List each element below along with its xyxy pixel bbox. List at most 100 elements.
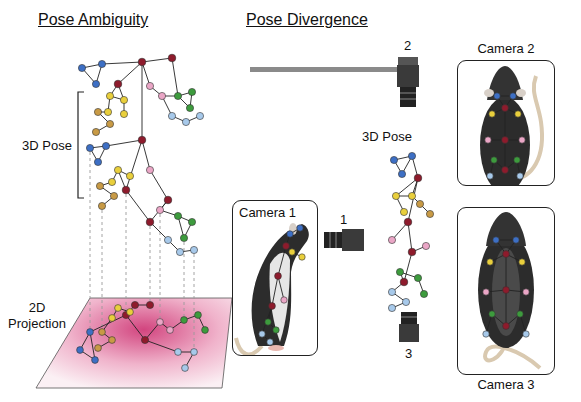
skeleton [108, 178, 115, 185]
projected-skeleton [109, 337, 116, 344]
camera [398, 57, 418, 65]
projected-skeleton [167, 327, 174, 334]
skeleton [164, 236, 171, 243]
rat [265, 319, 271, 325]
skeleton [172, 58, 178, 96]
skeleton [188, 88, 195, 95]
rat [517, 311, 523, 317]
rat [268, 345, 284, 351]
rat [502, 137, 509, 144]
camera [330, 232, 331, 248]
rat [483, 289, 489, 295]
rat [252, 224, 309, 346]
skeleton [388, 304, 395, 311]
skeleton [414, 274, 421, 281]
skeleton [94, 108, 101, 115]
skeleton [146, 166, 153, 173]
projected-skeleton [182, 365, 189, 372]
rat [486, 212, 526, 246]
rat [483, 331, 489, 337]
skeleton [398, 170, 405, 177]
skeleton [408, 248, 416, 256]
rat [494, 93, 500, 99]
skeleton [102, 62, 142, 64]
rat [503, 251, 510, 258]
camera [400, 99, 416, 100]
callout-number: 2 [404, 38, 411, 54]
projected-skeleton [202, 327, 209, 334]
skeleton [146, 82, 153, 89]
skeleton [96, 182, 103, 189]
skeleton [78, 54, 203, 140]
skeleton [122, 186, 130, 194]
skeleton [118, 62, 142, 84]
rat [506, 254, 507, 290]
skeleton [408, 178, 418, 222]
rat [262, 306, 272, 334]
skeleton [138, 58, 146, 66]
skeleton [110, 192, 117, 199]
projected-skeleton [146, 301, 153, 308]
skeleton [106, 120, 113, 127]
rat [492, 248, 520, 336]
skeleton [400, 278, 408, 286]
projected-skeleton [191, 349, 198, 356]
camera [250, 57, 419, 107]
skeleton [104, 108, 111, 115]
camera [401, 312, 417, 324]
skeleton [402, 298, 409, 305]
skeleton [138, 136, 146, 144]
skeleton [176, 248, 183, 255]
camera-view: Camera 2 [457, 60, 555, 186]
skeleton [126, 140, 142, 190]
rat [487, 259, 493, 265]
rat [278, 276, 284, 300]
projection-line [126, 194, 127, 311]
rat [502, 167, 509, 174]
rat [478, 232, 534, 348]
skeleton [156, 206, 163, 213]
rat [289, 249, 295, 255]
skeleton [98, 202, 105, 209]
projected-skeleton [131, 301, 138, 308]
skeleton [98, 60, 105, 67]
rat [505, 140, 506, 170]
skeleton [186, 104, 193, 111]
camera [399, 312, 419, 342]
rat [503, 323, 510, 330]
skeleton [174, 212, 181, 219]
rat [485, 93, 525, 179]
camera [324, 232, 342, 248]
projected-skeleton [115, 305, 122, 312]
rat [269, 253, 290, 342]
skeleton [416, 200, 423, 207]
rat [287, 231, 293, 237]
rat [489, 311, 495, 317]
rat [491, 157, 497, 163]
projected-skeleton [175, 349, 182, 356]
rat [484, 89, 494, 97]
skeleton [106, 140, 142, 146]
skeleton [180, 234, 187, 241]
projected-skeleton [77, 347, 84, 354]
rat [519, 259, 525, 265]
projection-plane: 2D Projection [4, 296, 236, 390]
node-label: Camera 1 [239, 205, 296, 221]
skeleton [142, 140, 150, 170]
projected-skeleton [157, 319, 164, 326]
skeleton [102, 142, 109, 149]
skeleton [114, 166, 121, 173]
rat [236, 223, 309, 354]
node-label: 2D Projection [4, 300, 70, 331]
camera [400, 93, 416, 94]
rat [478, 212, 540, 368]
rat [278, 246, 286, 276]
rat [493, 237, 499, 243]
skeleton [414, 174, 422, 182]
section-heading: Pose Ambiguity [38, 10, 148, 29]
skeleton [142, 58, 172, 62]
camera [400, 87, 416, 107]
camera [397, 65, 419, 87]
skeleton [114, 80, 122, 88]
rat [272, 276, 278, 306]
